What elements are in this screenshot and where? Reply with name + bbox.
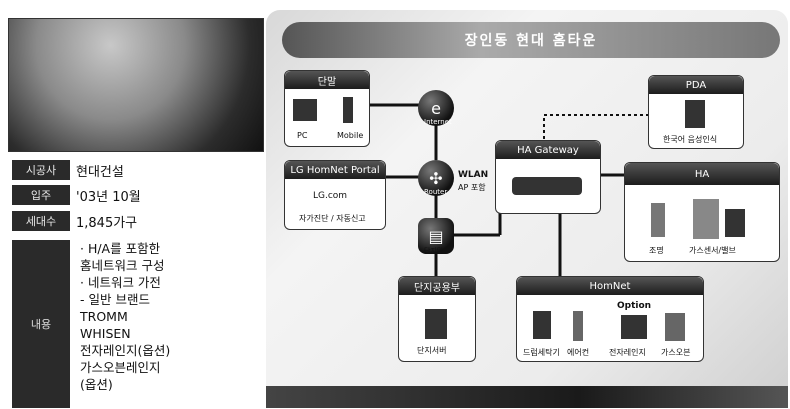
detail-line: 가스오븐레인지 bbox=[80, 360, 161, 375]
server-icon bbox=[425, 309, 447, 339]
internet-icon: e bbox=[418, 90, 454, 126]
homnet-title: HomNet bbox=[517, 277, 703, 295]
bottom-bar bbox=[266, 386, 788, 408]
router-label: Router bbox=[424, 188, 448, 196]
washer-icon bbox=[533, 311, 551, 339]
date-label: 입주 bbox=[12, 185, 70, 205]
builder-label: 시공사 bbox=[12, 160, 70, 180]
ha-box: HA 조명 가스센서/밸브 bbox=[624, 162, 780, 262]
portal-brand: LG.com bbox=[313, 191, 348, 201]
detail-line: 홈네트워크 구성 bbox=[80, 258, 165, 273]
mobile-label: Mobile bbox=[337, 131, 364, 140]
detail-line: - 일반 브랜드 bbox=[80, 292, 150, 307]
homnet-item: 가스오븐 bbox=[661, 348, 691, 357]
router-icon: ✣ bbox=[418, 160, 454, 196]
detail-list: · H/A를 포함한 홈네트워크 구성 · 네트워크 가전 - 일반 브랜드 T… bbox=[80, 240, 170, 393]
wlan-sub: AP 포함 bbox=[458, 183, 486, 192]
oven-icon bbox=[665, 313, 685, 341]
portal-caption: 자가진단 / 자동신고 bbox=[299, 214, 366, 223]
homnet-item: 에어컨 bbox=[567, 348, 590, 357]
ha-item2: 가스센서/밸브 bbox=[689, 246, 736, 255]
detail-line: · 네트워크 가전 bbox=[80, 275, 161, 290]
gateway-box: HA Gateway bbox=[495, 140, 601, 214]
homnet-item: 전자레인지 bbox=[609, 348, 646, 357]
hub-label: 단지망 bbox=[424, 247, 444, 255]
portal-box: LG HomNet Portal LG.com 자가진단 / 자동신고 bbox=[284, 160, 386, 230]
gateway-title: HA Gateway bbox=[496, 141, 600, 159]
units-value: 1,845가구 bbox=[76, 215, 138, 231]
pc-icon bbox=[293, 99, 317, 121]
builder-value: 현대건설 bbox=[76, 164, 124, 180]
pc-label: PC bbox=[297, 131, 308, 140]
pda-box: PDA 한국어 음성인식 bbox=[648, 75, 744, 149]
info-units: 세대수 1,845가구 bbox=[12, 211, 137, 231]
detail-line: · H/A를 포함한 bbox=[80, 241, 161, 256]
pda-caption: 한국어 음성인식 bbox=[663, 135, 718, 144]
terminal-box: 단말 PC Mobile bbox=[284, 70, 370, 147]
internet-label: Internet bbox=[424, 118, 452, 126]
microwave-icon bbox=[621, 315, 647, 339]
mobile-icon bbox=[343, 97, 353, 123]
ha-title: HA bbox=[625, 163, 779, 185]
server-title: 단지공용부 bbox=[399, 277, 475, 295]
detail-line: WHISEN bbox=[80, 326, 131, 341]
homnet-item: 드럼세탁기 bbox=[523, 348, 560, 357]
building-photo bbox=[8, 18, 264, 152]
page-title: 장인동 현대 홈타운 bbox=[282, 22, 780, 58]
wlan-label: WLAN bbox=[458, 170, 489, 180]
info-date: 입주 '03년 10월 bbox=[12, 185, 141, 205]
server-box: 단지공용부 단지서버 bbox=[398, 276, 476, 362]
portal-title: LG HomNet Portal bbox=[285, 161, 385, 179]
detail-line: TROMM bbox=[80, 309, 128, 324]
light-switch-icon bbox=[651, 203, 665, 237]
detail-label: 내용 bbox=[12, 240, 70, 408]
valve-icon bbox=[725, 209, 745, 237]
detail-line: 전자레인지(옵션) bbox=[80, 343, 171, 358]
pda-title: PDA bbox=[649, 76, 743, 94]
info-builder: 시공사 현대건설 bbox=[12, 160, 124, 180]
hub-icon: ▤ bbox=[418, 218, 454, 254]
gas-sensor-icon bbox=[693, 199, 719, 239]
pda-icon bbox=[685, 100, 705, 128]
gateway-device bbox=[512, 177, 582, 195]
detail-line: (옵션) bbox=[80, 377, 113, 392]
date-value: '03년 10월 bbox=[76, 189, 141, 205]
ha-item1: 조명 bbox=[649, 246, 664, 255]
server-caption: 단지서버 bbox=[417, 346, 447, 355]
aircon-icon bbox=[573, 311, 583, 341]
homnet-box: HomNet Option 드럼세탁기 에어컨 전자레인지 가스오븐 bbox=[516, 276, 704, 362]
terminal-title: 단말 bbox=[285, 71, 369, 89]
homnet-option: Option bbox=[617, 301, 652, 311]
units-label: 세대수 bbox=[12, 211, 70, 231]
